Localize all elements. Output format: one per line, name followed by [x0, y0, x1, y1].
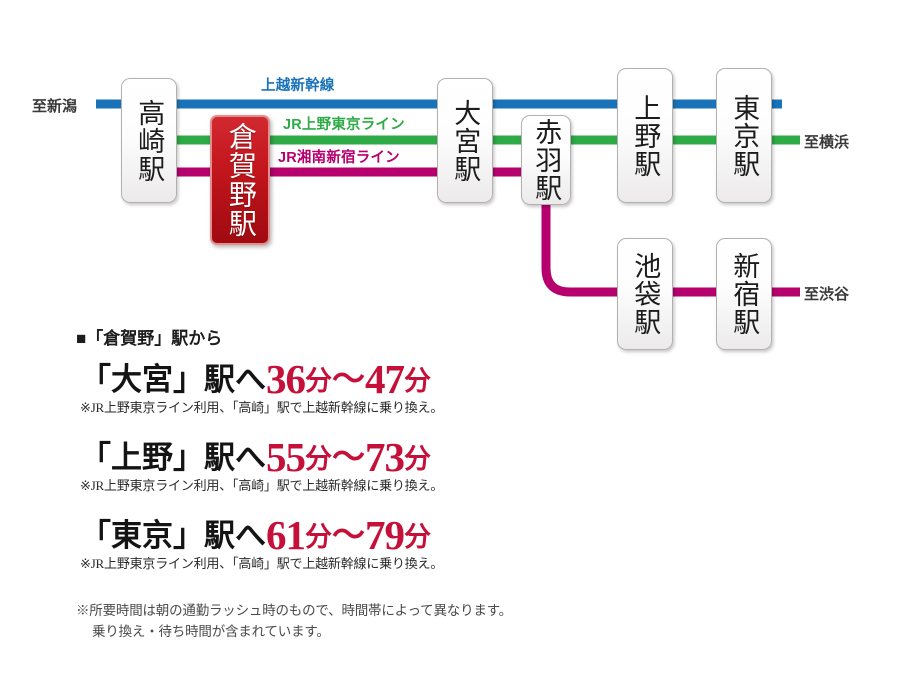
section-heading-text: 「倉賀野」駅から [86, 329, 223, 348]
station-ikebukuro[interactable]: 池袋駅 [617, 238, 673, 350]
route-note-tokyo: ※JR上野東京ライン利用、「高崎」駅で上越新幹線に乗り換え。 [80, 556, 444, 571]
route-note-omiya: ※JR上野東京ライン利用、「高崎」駅で上越新幹線に乗り換え。 [80, 400, 444, 415]
line-label-ueno-tokyo: JR上野東京ライン [283, 117, 405, 133]
station-ueno[interactable]: 上野駅 [617, 68, 673, 203]
route-minutes-low: 61 [266, 512, 306, 558]
footnote-line-2: 乗り換え・待ち時間が含まれています。 [92, 624, 330, 639]
station-tokyo[interactable]: 東京駅 [716, 68, 772, 203]
terminus-label-shibuya: 至渋谷 [804, 286, 850, 303]
route-minutes-high: 73 [365, 434, 405, 480]
station-label: 新宿駅 [729, 252, 760, 336]
terminus-label-niigata: 至新潟 [32, 98, 78, 115]
route-row-tokyo: 「東京」駅へ61分～79分 [80, 508, 431, 559]
station-omiya[interactable]: 大宮駅 [437, 78, 493, 203]
station-shinjuku[interactable]: 新宿駅 [716, 238, 772, 350]
route-unit-high: 分 [404, 366, 431, 396]
footnote-line-1: ※所要時間は朝の通勤ラッシュ時のもので、時間帯によって異なります。 [76, 603, 512, 618]
route-destination: 「上野」駅へ [80, 440, 266, 475]
route-range-tilde: ～ [332, 440, 365, 476]
line-label-shonan: JR湘南新宿ライン [278, 150, 400, 166]
route-unit-low: 分 [305, 366, 332, 396]
route-minutes-low: 55 [266, 434, 306, 480]
terminus-label-yokohama: 至横浜 [804, 134, 850, 151]
route-unit-low: 分 [305, 444, 332, 474]
route-minutes-high: 47 [365, 356, 405, 402]
section-heading: ■「倉賀野」駅から [76, 324, 222, 349]
route-row-ueno: 「上野」駅へ55分～73分 [80, 430, 431, 481]
station-label: 東京駅 [729, 93, 760, 178]
route-unit-high: 分 [404, 522, 431, 552]
route-destination: 「東京」駅へ [80, 518, 266, 553]
route-unit-high: 分 [404, 444, 431, 474]
bullet-square-icon: ■ [76, 329, 87, 348]
route-range-tilde: ～ [332, 362, 365, 398]
station-label: 大宮駅 [450, 98, 481, 183]
route-row-omiya: 「大宮」駅へ36分～47分 [80, 352, 431, 403]
route-unit-low: 分 [305, 522, 332, 552]
route-map: 上越新幹線 JR上野東京ライン JR湘南新宿ライン 至新潟 至横浜 至渋谷 高崎… [0, 0, 900, 350]
route-note-ueno: ※JR上野東京ライン利用、「高崎」駅で上越新幹線に乗り換え。 [80, 478, 444, 493]
route-destination: 「大宮」駅へ [80, 362, 266, 397]
station-label: 赤羽駅 [531, 118, 562, 202]
station-kuragano[interactable]: 倉賀野駅 [210, 115, 270, 245]
station-label: 倉賀野駅 [224, 122, 256, 238]
line-shonan-branch [541, 205, 800, 297]
station-label: 池袋駅 [630, 252, 661, 336]
route-minutes-low: 36 [266, 356, 306, 402]
line-label-shinkansen: 上越新幹線 [261, 78, 335, 94]
station-label: 上野駅 [630, 93, 661, 178]
route-range-tilde: ～ [332, 518, 365, 554]
station-akabane[interactable]: 赤羽駅 [521, 115, 571, 205]
station-takasaki[interactable]: 高崎駅 [121, 78, 177, 203]
station-label: 高崎駅 [134, 98, 165, 183]
route-minutes-high: 79 [365, 512, 405, 558]
